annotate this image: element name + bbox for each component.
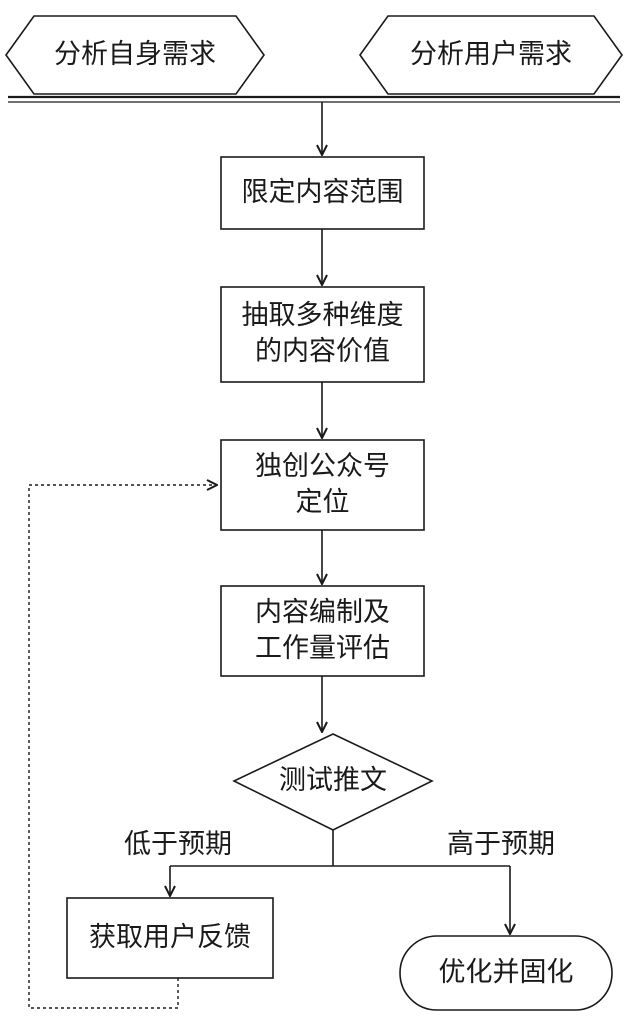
step-box-extract-value	[220, 286, 425, 383]
input-hexagon-left	[5, 15, 265, 95]
step-box-compile-estimate	[220, 585, 425, 677]
decision-label: 测试推文	[279, 765, 387, 796]
outcome-terminal-optimize	[399, 935, 613, 1011]
step-extract-value-label: 抽取多种维度 的内容价值	[241, 300, 404, 367]
input-left-label: 分析自身需求	[54, 39, 216, 70]
outcome-optimize-label: 优化并固化	[438, 957, 574, 988]
input-hexagon-right	[359, 15, 623, 95]
step-box-positioning	[220, 439, 425, 531]
step-define-scope-label: 限定内容范围	[241, 177, 404, 208]
outcome-feedback-label: 获取用户反馈	[89, 922, 251, 953]
outcome-box-feedback	[66, 897, 274, 979]
feedback-loop-dashed	[28, 485, 217, 1009]
step-positioning-label: 独创公众号 定位	[255, 451, 390, 518]
step-compile-estimate-label: 内容编制及 工作量评估	[255, 597, 390, 664]
branch-label-below: 低于预期	[124, 829, 232, 860]
branch-label-above: 高于预期	[447, 829, 555, 860]
input-right-label: 分析用户需求	[410, 39, 572, 70]
